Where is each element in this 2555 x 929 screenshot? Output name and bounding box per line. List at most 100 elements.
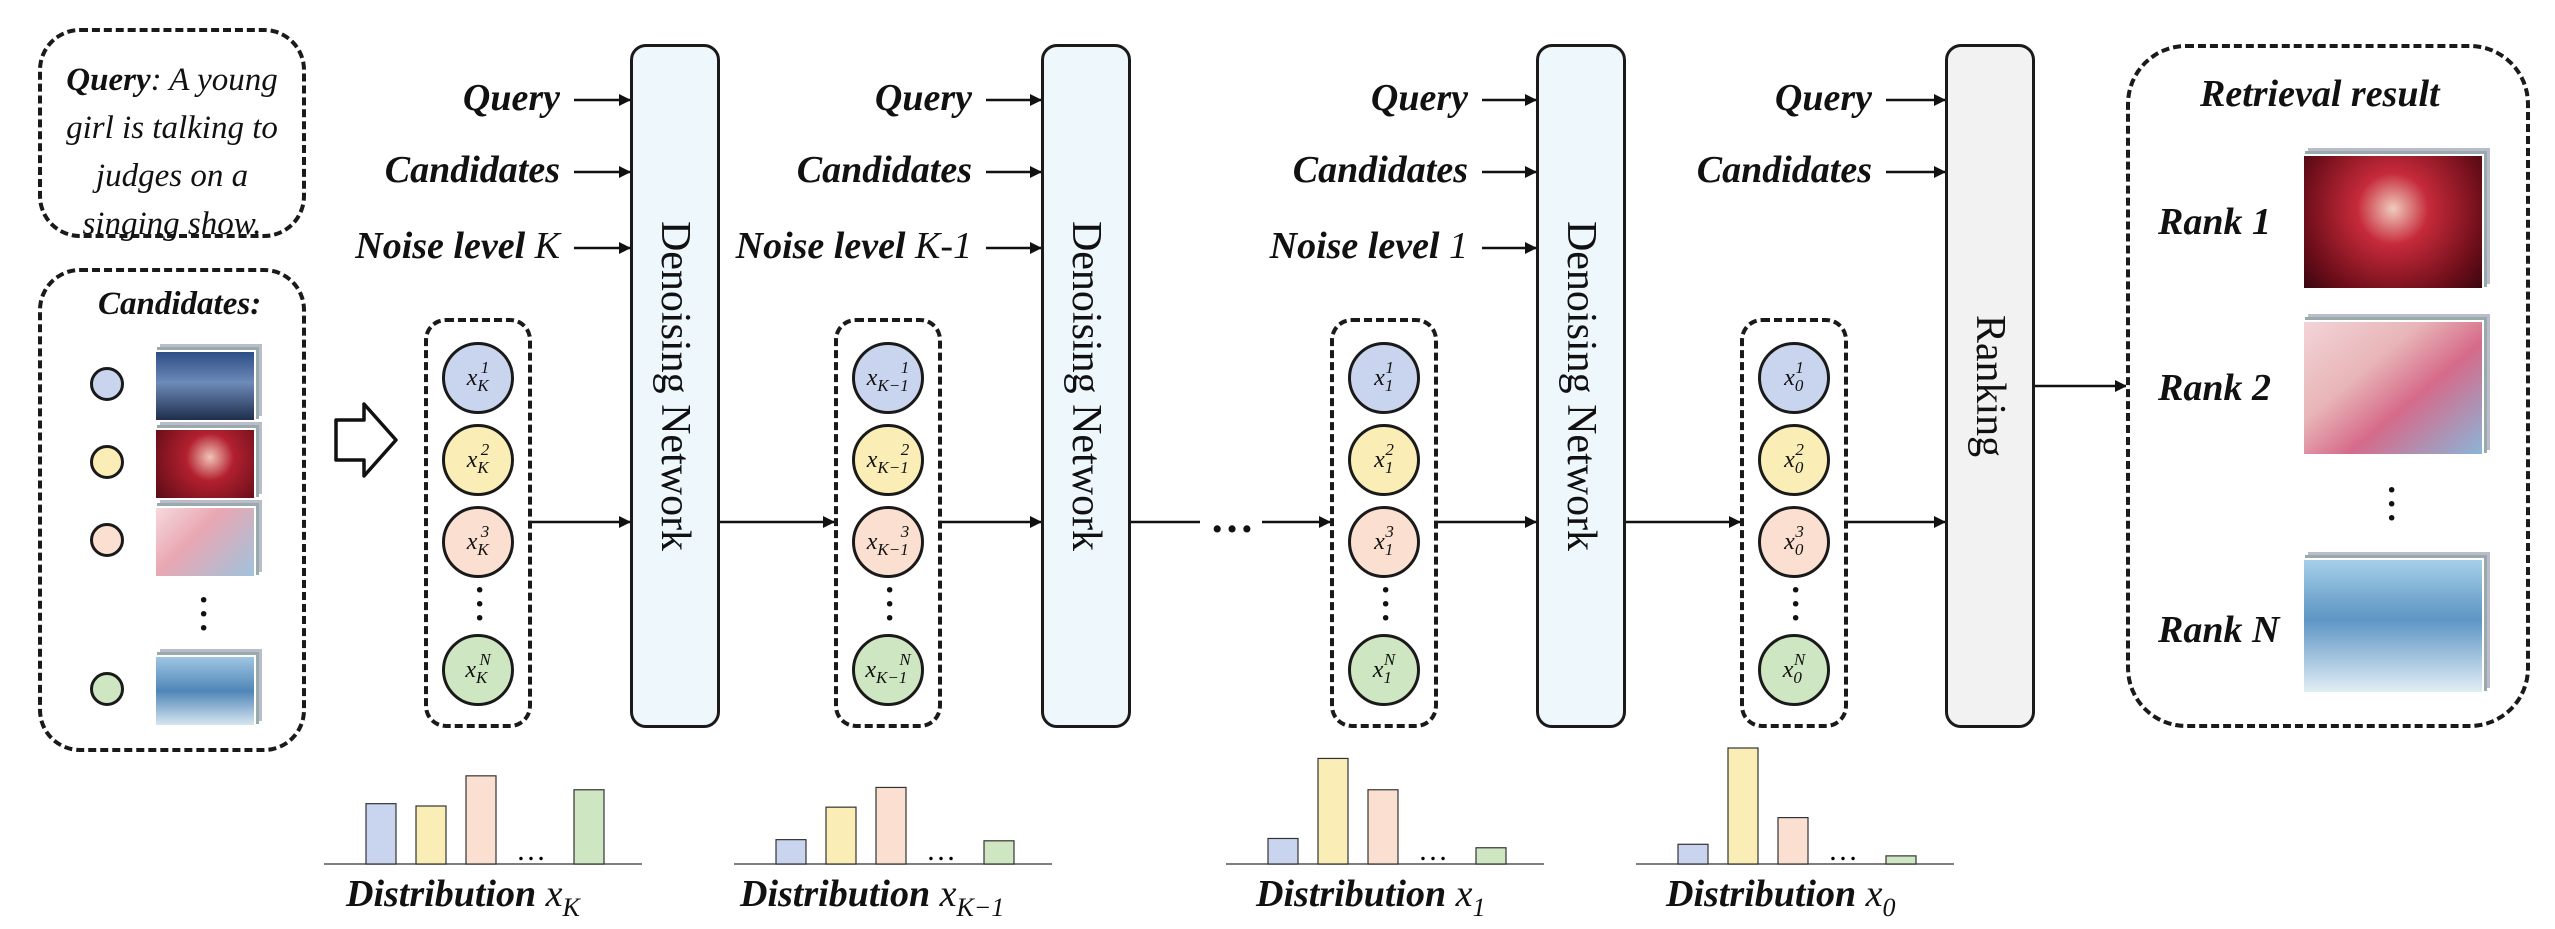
distribution-2-bar-3 bbox=[875, 786, 907, 865]
distribution-4-bar-2 bbox=[1727, 747, 1759, 865]
distribution-4-bar-4 bbox=[1885, 855, 1917, 865]
stage-1-candidates-label: Candidates bbox=[384, 149, 560, 191]
distribution-label-subscript: K−1 bbox=[956, 893, 1005, 922]
node-superscript: 2 bbox=[1385, 440, 1394, 459]
node-subscript: 0 bbox=[1793, 668, 1802, 687]
rank-n-label: Rank N bbox=[2158, 609, 2280, 651]
candidate-dot-3 bbox=[90, 523, 124, 557]
node-superscript: 3 bbox=[1795, 522, 1804, 541]
node-group-vdots: ··· bbox=[1790, 572, 1802, 637]
denoising-network-2-label: Denoising Network bbox=[1063, 220, 1109, 552]
rank-1-thumbnail bbox=[2302, 154, 2484, 290]
node-subscript: K bbox=[477, 540, 489, 559]
candidate-thumbnail-n bbox=[154, 655, 256, 727]
distribution-1-bar-2 bbox=[415, 805, 447, 865]
node-superscript: 2 bbox=[1795, 440, 1804, 459]
node-base: x bbox=[866, 446, 878, 473]
candidate-dot-n bbox=[90, 672, 124, 706]
candidates-vdots: ··· bbox=[198, 582, 210, 647]
node-superscript: 3 bbox=[480, 522, 490, 541]
node-superscript: 1 bbox=[480, 358, 490, 377]
stage-2-query-label: Query bbox=[874, 77, 972, 119]
node-superscript: 3 bbox=[900, 522, 910, 541]
node-subscript: K−1 bbox=[877, 458, 909, 477]
noise-level-prefix: Noise level bbox=[355, 225, 535, 267]
node-subscript: K−1 bbox=[876, 668, 908, 687]
distribution-label-subscript: 1 bbox=[1472, 893, 1486, 922]
noise-level-value: K bbox=[534, 225, 560, 267]
distribution-3-bar-2 bbox=[1317, 757, 1349, 865]
node-superscript: 3 bbox=[1385, 522, 1394, 541]
noise-level-value: 1 bbox=[1449, 225, 1468, 267]
node-superscript: 1 bbox=[1795, 358, 1804, 377]
node-subscript: 0 bbox=[1794, 376, 1804, 395]
distribution-label-var: x bbox=[939, 873, 957, 915]
node-base: x bbox=[466, 446, 478, 473]
stage-3-candidates-label: Candidates bbox=[1292, 149, 1468, 191]
node-superscript: 1 bbox=[1385, 358, 1394, 377]
retrieval-result-title: Retrieval result bbox=[2200, 73, 2440, 115]
node-superscript: 2 bbox=[900, 440, 910, 459]
distribution-3-label: Distribution x1 bbox=[1256, 872, 1485, 922]
node-superscript: N bbox=[1383, 650, 1396, 669]
denoising-network-2: Denoising Network bbox=[1041, 44, 1131, 728]
distribution-label-var: x bbox=[1455, 873, 1473, 915]
distribution-label-var: x bbox=[1865, 873, 1883, 915]
node-subscript: 0 bbox=[1794, 458, 1804, 477]
distribution-4-bar-1 bbox=[1677, 843, 1709, 865]
query-box-label: Query bbox=[66, 62, 151, 98]
node-subscript: K−1 bbox=[877, 376, 909, 395]
rank-1-label: Rank 1 bbox=[2158, 201, 2271, 243]
distribution-label-var: x bbox=[545, 873, 563, 915]
node-subscript: K bbox=[475, 668, 488, 687]
distribution-label-prefix: Distribution bbox=[1666, 873, 1866, 915]
candidates-box-title: Candidates: bbox=[98, 286, 262, 322]
query-box-text: Query: A young girl is talking to judges… bbox=[54, 56, 290, 248]
query-box: Query: A young girl is talking to judges… bbox=[38, 28, 306, 242]
node-subscript: 0 bbox=[1794, 540, 1804, 559]
node-base: x bbox=[1784, 364, 1795, 391]
distribution-2-bar-1 bbox=[775, 839, 807, 865]
distribution-label-prefix: Distribution bbox=[740, 873, 940, 915]
candidate-dot-2 bbox=[90, 445, 124, 479]
node-superscript: N bbox=[1793, 650, 1806, 669]
noise-level-prefix: Noise level bbox=[1269, 225, 1449, 267]
node-base: x bbox=[1784, 528, 1795, 555]
node-subscript: 1 bbox=[1384, 540, 1394, 559]
node-base: x bbox=[865, 656, 876, 683]
node-base: x bbox=[1782, 656, 1794, 683]
arrows-layer bbox=[532, 94, 2127, 528]
node-superscript: 2 bbox=[480, 440, 490, 459]
stage-2-noise-label: Noise level K-1 bbox=[736, 224, 972, 268]
node-subscript: 1 bbox=[1384, 376, 1394, 395]
node-group-vdots: ··· bbox=[884, 572, 896, 637]
candidate-thumbnail-3 bbox=[154, 506, 256, 578]
node-base: x bbox=[866, 364, 878, 391]
node-superscript: N bbox=[479, 650, 491, 669]
denoising-network-3-label: Denoising Network bbox=[1558, 220, 1604, 552]
stage-4-query-label: Query bbox=[1774, 77, 1872, 119]
distribution-4-label: Distribution x0 bbox=[1666, 872, 1895, 922]
rank-2-label: Rank 2 bbox=[2158, 367, 2271, 409]
stage-1-noise-label: Noise level K bbox=[355, 224, 560, 268]
denoising-network-1-label: Denoising Network bbox=[652, 220, 698, 552]
ranking-module-label: Ranking bbox=[1967, 314, 2013, 458]
node-group-vdots: ··· bbox=[1380, 572, 1392, 637]
distribution-3-bar-4 bbox=[1475, 847, 1507, 865]
